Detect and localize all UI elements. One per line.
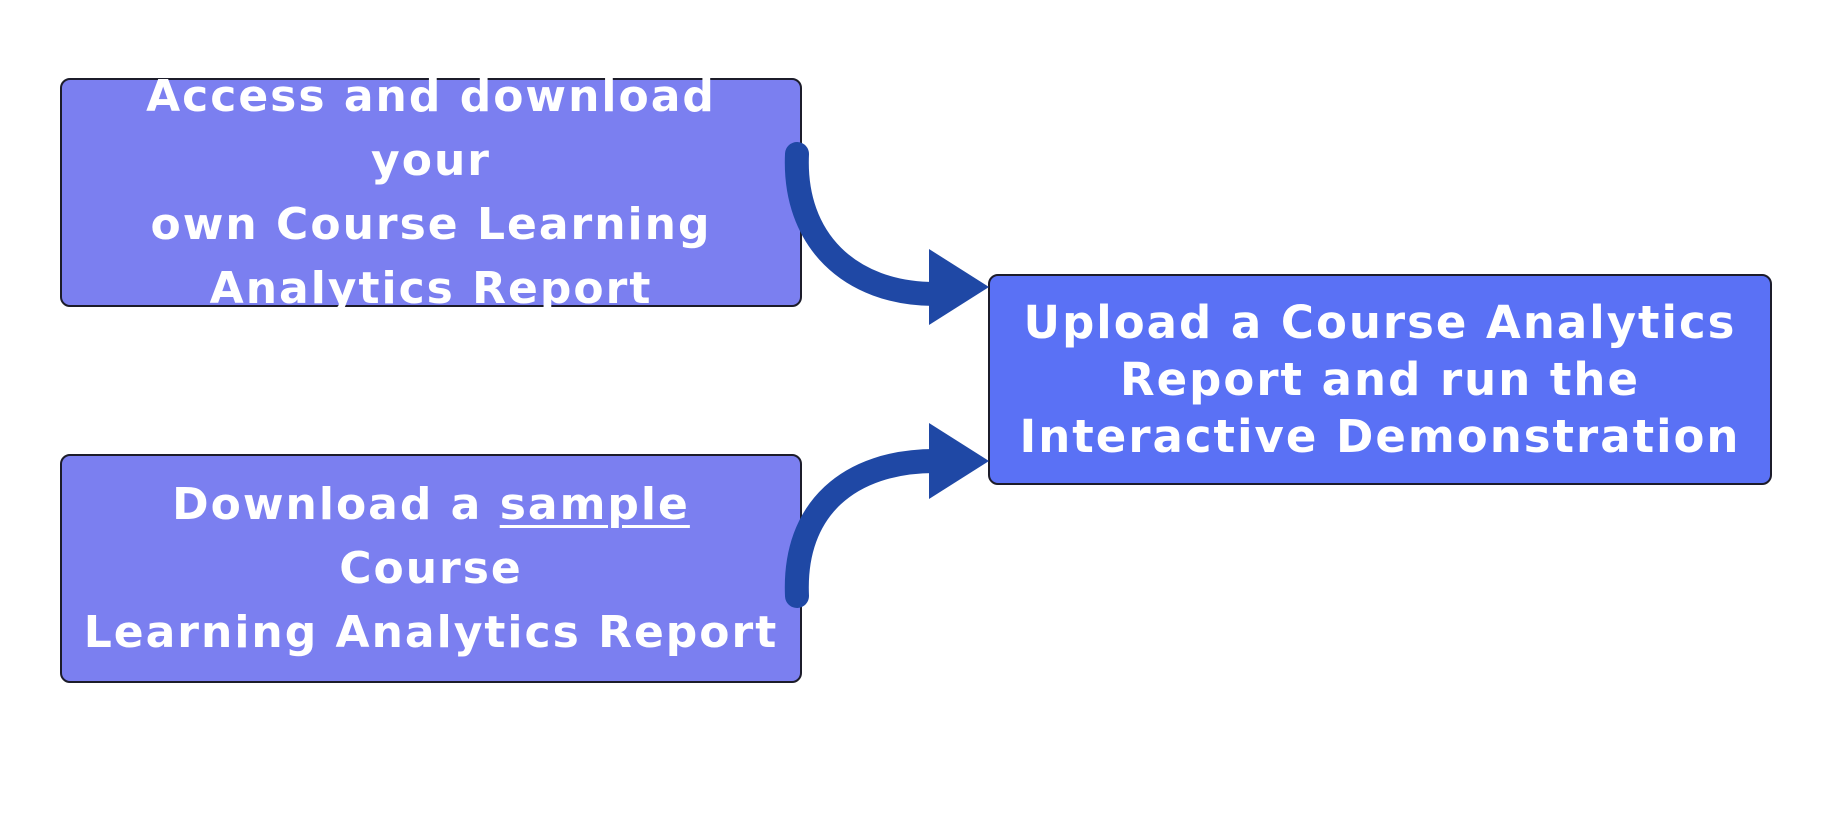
sample-suffix: Course [339,542,523,594]
sample-link[interactable]: sample [499,478,690,530]
access-line-3: Analytics Report [209,262,653,314]
curved-arrow-up-right-icon [784,423,989,608]
upload-line-3: Interactive Demonstration [1019,410,1741,463]
upload-line-2: Report and run the [1120,353,1640,406]
upload-run-demo-box[interactable]: Upload a Course Analytics Report and run… [988,274,1772,485]
access-download-report-box[interactable]: Access and download your own Course Lear… [60,71,802,314]
download-sample-report-label: Download a sample Course Learning Analyt… [82,473,780,665]
download-sample-report-box[interactable]: Download a sample Course Learning Analyt… [60,454,802,683]
access-download-report-label: Access and download your own Course Lear… [82,65,780,321]
sample-line-2: Learning Analytics Report [83,606,779,658]
curved-arrow-down-right-icon [784,142,989,325]
access-line-1: Access and download your [146,70,716,186]
access-line-2: own Course Learning [150,198,712,250]
upload-run-demo-label: Upload a Course Analytics Report and run… [1020,294,1741,465]
sample-prefix: Download a [172,478,500,530]
upload-line-1: Upload a Course Analytics [1023,296,1737,349]
